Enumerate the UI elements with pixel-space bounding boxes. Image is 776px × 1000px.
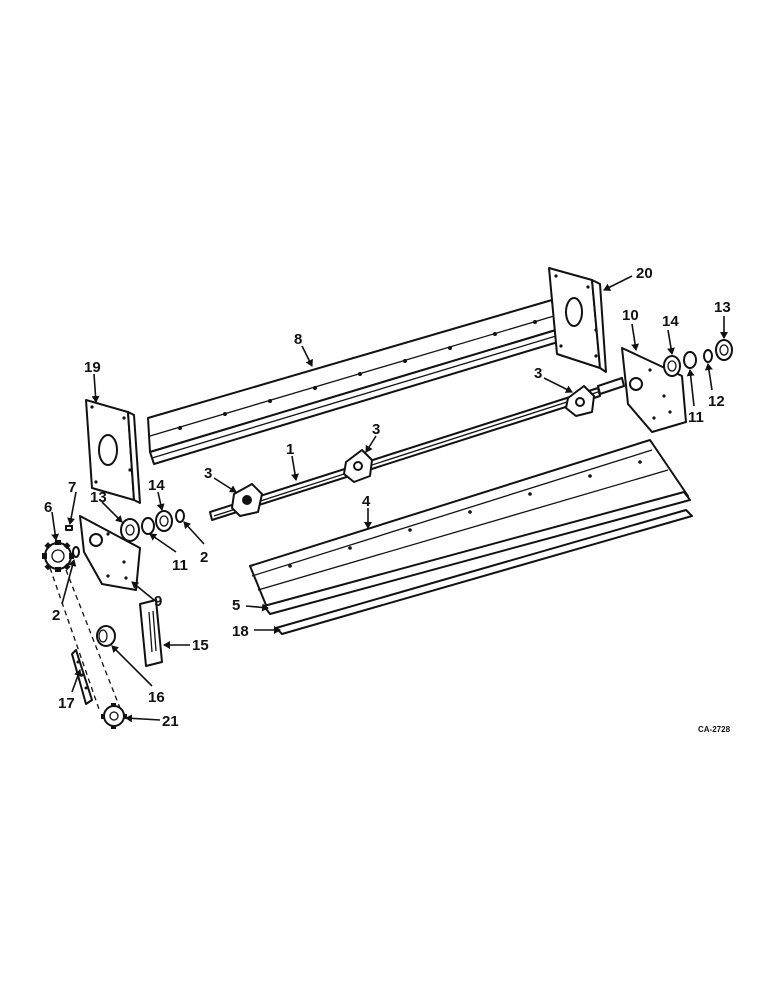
drive-chain-path	[49, 567, 121, 713]
callout-1: 1	[286, 441, 294, 458]
callout-13-right: 13	[714, 299, 731, 316]
left-bearing-14	[155, 510, 173, 532]
callout-8: 8	[294, 331, 302, 348]
right-bearing-11	[683, 351, 697, 369]
right-bearing-14	[663, 355, 681, 377]
idler-part	[96, 625, 116, 647]
left-bearing-plate-part	[79, 515, 141, 591]
bearing-flange-left	[231, 483, 263, 517]
callout-3-right: 3	[534, 365, 542, 382]
callout-11-left: 11	[172, 557, 188, 574]
callout-14-right: 14	[662, 313, 679, 330]
drive-sprocket-part	[42, 540, 74, 572]
callout-12: 12	[708, 393, 725, 410]
small-washer-part	[72, 546, 80, 558]
callout-2-right: 2	[200, 549, 208, 566]
callout-17: 17	[58, 695, 75, 712]
left-end-plate-part	[85, 399, 141, 504]
callout-labels: 20 8 19 10 14 13 12 11 3 3 1 3 4 5 18 13…	[44, 265, 731, 730]
callout-7: 7	[68, 479, 76, 496]
callout-15: 15	[192, 637, 209, 654]
drawing-code: CA-2728	[698, 725, 731, 734]
callout-3-left: 3	[204, 465, 212, 482]
callout-2-left: 2	[52, 607, 60, 624]
callout-19: 19	[84, 359, 101, 376]
callout-20: 20	[636, 265, 653, 282]
callout-4: 4	[362, 493, 371, 510]
callout-3-middle: 3	[372, 421, 380, 438]
left-collar-2	[175, 509, 185, 523]
trough-pan-part	[249, 439, 689, 611]
leader-lines	[51, 275, 728, 723]
chain-part	[71, 649, 93, 705]
callout-11-right: 11	[688, 409, 704, 426]
callout-10: 10	[622, 307, 639, 324]
callout-9: 9	[154, 593, 162, 610]
upper-channel-part	[147, 299, 559, 465]
callout-14-left: 14	[148, 477, 165, 494]
callout-6: 6	[44, 499, 52, 516]
right-bearing-12	[703, 349, 713, 363]
callout-13-left: 13	[90, 489, 107, 506]
left-bearing-13	[120, 518, 140, 542]
bearing-flange-middle	[343, 449, 373, 483]
right-bearing-13	[715, 339, 733, 361]
lower-sprocket-part	[101, 703, 127, 729]
callout-21: 21	[162, 713, 179, 730]
callout-18: 18	[232, 623, 249, 640]
bearing-flange-right	[565, 385, 595, 417]
main-shaft-part	[209, 377, 625, 521]
callout-5: 5	[232, 597, 240, 614]
slotted-bracket-part	[139, 599, 163, 667]
key-part	[65, 525, 73, 531]
left-bearing-11	[141, 517, 155, 535]
callout-16: 16	[148, 689, 165, 706]
right-end-plate-part	[548, 267, 607, 373]
